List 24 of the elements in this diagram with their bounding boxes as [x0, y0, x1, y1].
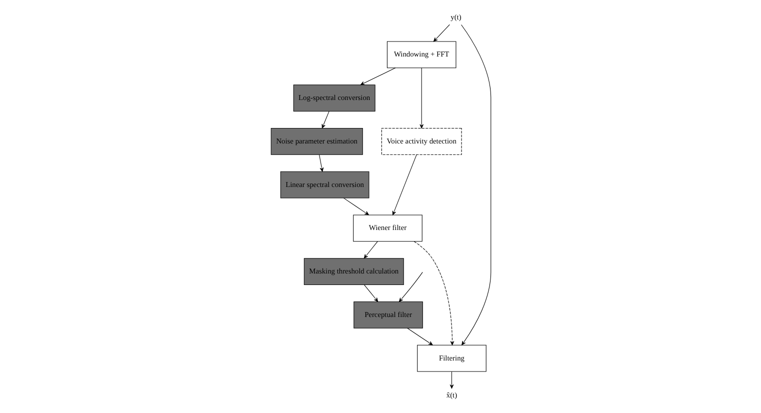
- node-box: Perceptual filter: [353, 301, 422, 328]
- node-box: Voice activity detection: [380, 128, 462, 155]
- arrow: [392, 154, 416, 216]
- node-box: Linear spectral conversion: [280, 171, 369, 198]
- arrow: [363, 284, 378, 302]
- arrow: [460, 24, 491, 346]
- arrow: [413, 241, 454, 346]
- node-box: Windowing + FFT: [386, 41, 456, 68]
- node-box: Filtering: [416, 344, 486, 372]
- node-text: x̂(t): [446, 390, 457, 400]
- node-box: Wiener filter: [352, 214, 422, 242]
- arrow: [406, 328, 432, 346]
- arrow: [318, 154, 324, 172]
- arrow: [342, 198, 368, 216]
- node-box: Masking threshold calculation: [303, 258, 404, 286]
- arrow: [321, 111, 329, 128]
- node-text: y(t): [450, 12, 461, 22]
- node-box: Log-spectral conversion: [292, 84, 375, 112]
- arrow: [419, 68, 424, 128]
- arrow: [432, 24, 450, 42]
- arrow: [360, 68, 396, 86]
- arrow: [449, 371, 454, 389]
- arrow: [363, 241, 378, 258]
- node-box: Noise parameter estimation: [270, 128, 362, 155]
